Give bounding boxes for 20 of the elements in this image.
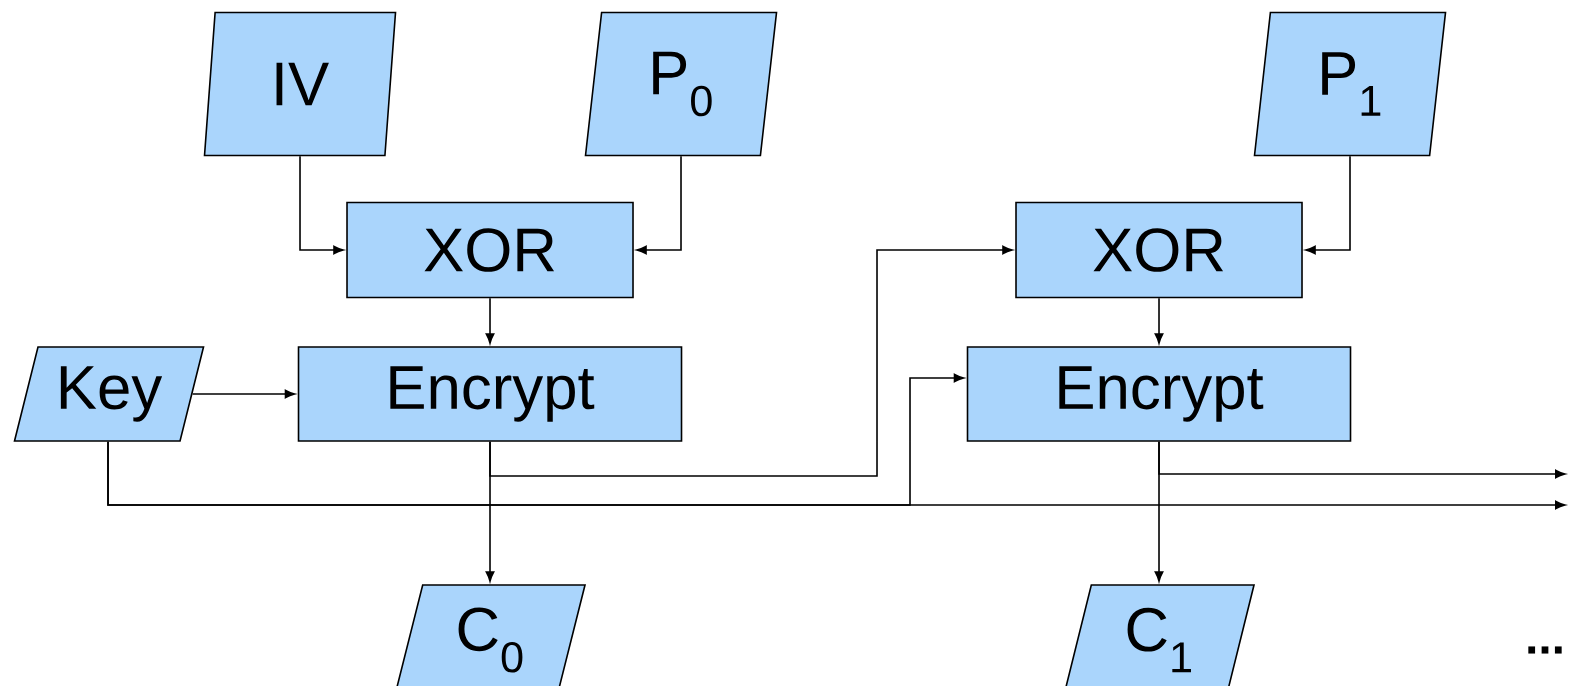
arrow: [489, 245, 1013, 477]
input-parallelogram: P$_{0}$: [584, 11, 778, 157]
process-box: Encrypt: [297, 346, 683, 442]
input-parallelogram: Key: [13, 346, 205, 442]
arrow: [1158, 441, 1566, 479]
process-box: Encrypt: [966, 346, 1352, 442]
arrow: [191, 389, 296, 399]
arrow: [107, 441, 1566, 510]
arrow: [1154, 297, 1164, 344]
input-parallelogram: C$_{1}$: [1063, 584, 1256, 686]
arrow: [485, 297, 495, 344]
ellipsis: ...: [1528, 646, 1562, 654]
arrow: [1305, 155, 1351, 255]
process-box: XOR: [1015, 201, 1303, 299]
arrow: [636, 155, 682, 255]
arrow: [299, 155, 344, 255]
input-parallelogram: P$_{1}$: [1253, 11, 1447, 157]
input-parallelogram: C$_{0}$: [394, 584, 587, 686]
process-box: XOR: [346, 201, 634, 299]
input-parallelogram: IV: [203, 11, 397, 157]
